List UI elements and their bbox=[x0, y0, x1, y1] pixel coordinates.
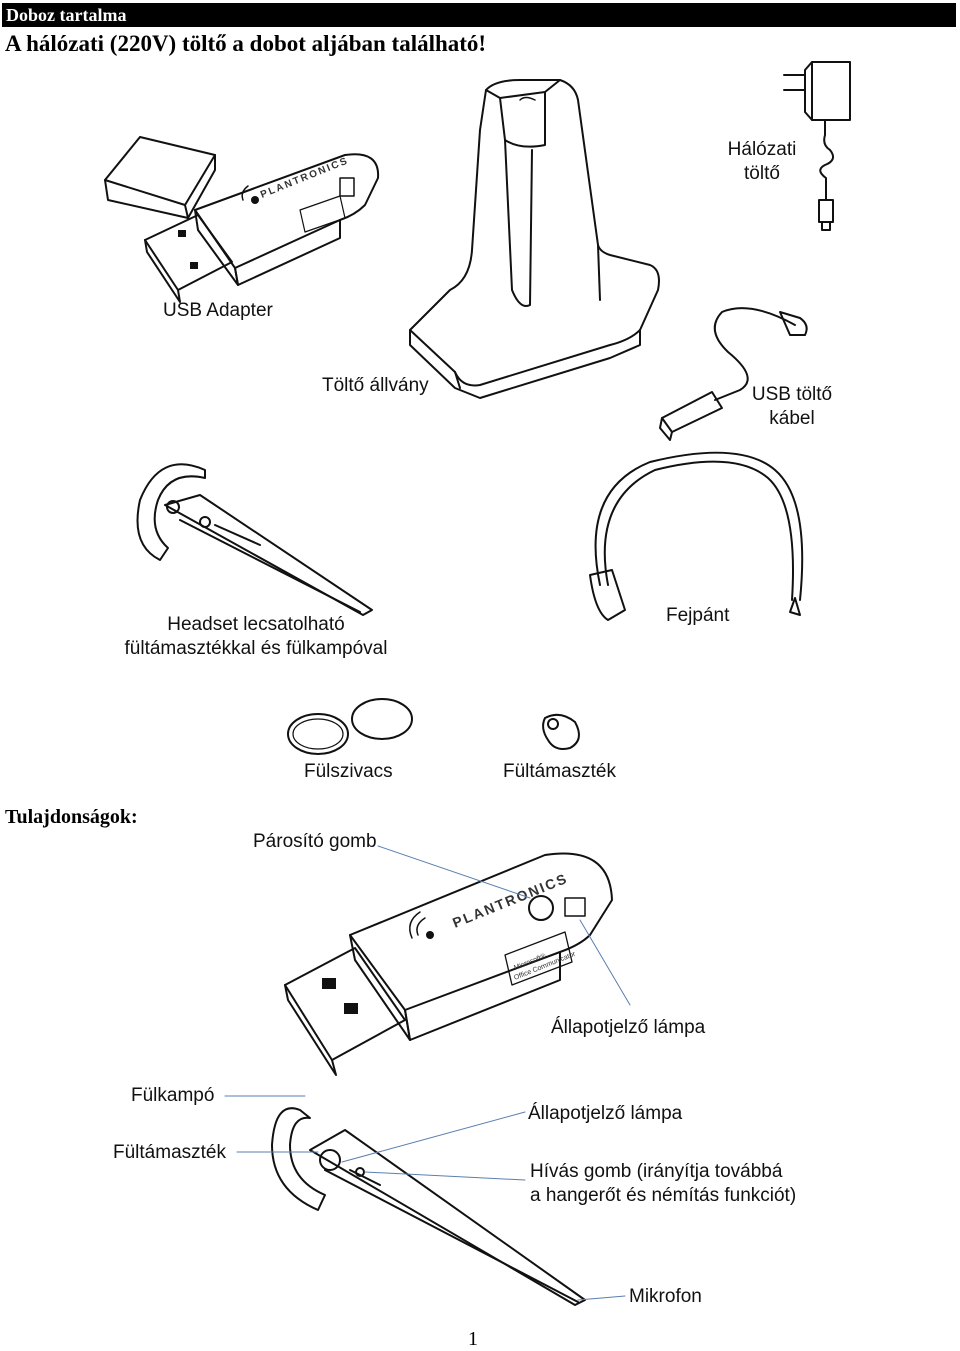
charging-stand-illustration bbox=[409, 79, 660, 399]
label-wall-charger-line1: Hálózati bbox=[727, 139, 797, 160]
headset-illustration bbox=[136, 463, 373, 616]
page-number: 1 bbox=[468, 1328, 478, 1350]
callout-headset-status-light: Állapotjelző lámpa bbox=[528, 1103, 683, 1124]
label-usb-adapter: USB Adapter bbox=[163, 300, 273, 321]
callout-ear-support: Fültámaszték bbox=[113, 1142, 226, 1163]
label-charging-stand: Töltő állvány bbox=[322, 375, 429, 396]
label-ear-support: Fültámaszték bbox=[503, 761, 616, 782]
callout-call-button: Hívás gomb (irányítja továbbá a hangerőt… bbox=[530, 1160, 796, 1208]
callout-call-button-line1: Hívás gomb (irányítja továbbá bbox=[530, 1161, 783, 1182]
label-usb-cable-line2: kábel bbox=[769, 408, 815, 429]
label-headset-line2: fültámasztékkal és fülkampóval bbox=[124, 638, 388, 659]
header-title: Doboz tartalma bbox=[6, 5, 127, 25]
callout-call-button-line2: a hangerőt és némítás funkciót) bbox=[530, 1185, 797, 1206]
header-bar bbox=[2, 3, 956, 27]
callout-adapter-status-light: Állapotjelző lámpa bbox=[551, 1017, 706, 1038]
brand-logo-text: PLANTRONICS bbox=[450, 870, 570, 931]
headset-detail-illustration bbox=[224, 1095, 626, 1306]
usb-cable-illustration bbox=[659, 307, 808, 441]
label-wall-charger-line2: töltő bbox=[744, 163, 780, 184]
subtitle: A hálózati (220V) töltő a dobot aljában … bbox=[5, 31, 487, 56]
usb-adapter-detail-illustration: PLANTRONICS Microsoft® Office Communicat… bbox=[284, 845, 631, 1076]
label-usb-cable: USB töltő kábel bbox=[748, 383, 836, 431]
label-headset-line1: Headset lecsatolható bbox=[167, 614, 345, 635]
callout-pair-button: Párosító gomb bbox=[253, 831, 377, 852]
ear-support-illustration bbox=[542, 713, 580, 750]
label-wall-charger: Hálózati töltő bbox=[720, 138, 804, 186]
usb-adapter-illustration: PLANTRONICS bbox=[104, 136, 380, 303]
callout-ear-hook: Fülkampó bbox=[131, 1085, 215, 1106]
label-headset: Headset lecsatolható fültámasztékkal és … bbox=[120, 613, 392, 661]
callout-microphone: Mikrofon bbox=[629, 1286, 702, 1307]
brand-logo-text: PLANTRONICS bbox=[259, 155, 350, 200]
ear-cushion-illustration bbox=[287, 698, 413, 755]
label-headband: Fejpánt bbox=[666, 605, 730, 626]
label-usb-cable-line1: USB töltő bbox=[751, 384, 833, 405]
wall-charger-illustration bbox=[783, 61, 851, 231]
section-title: Tulajdonságok: bbox=[5, 806, 138, 828]
label-ear-cushion: Fülszivacs bbox=[304, 761, 393, 782]
headband-illustration bbox=[589, 451, 804, 621]
